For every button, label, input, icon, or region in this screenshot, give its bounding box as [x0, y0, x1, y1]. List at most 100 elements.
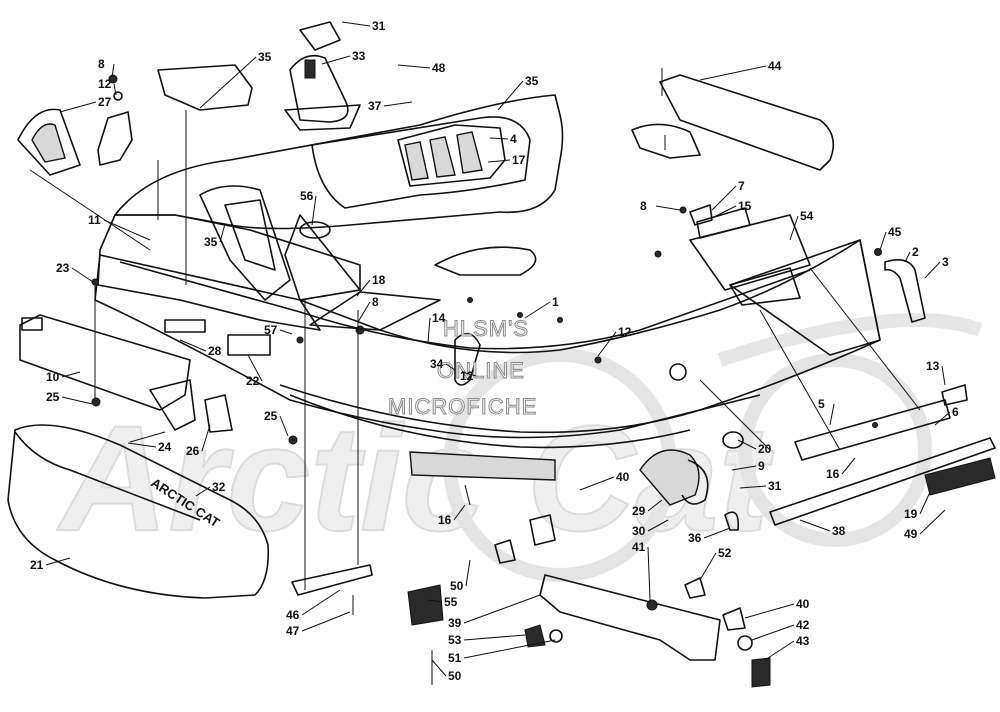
callout-number: 12 — [98, 77, 112, 91]
callout-number: 40 — [616, 470, 630, 484]
callout-56: 56 — [300, 189, 317, 226]
callout-leader-line — [195, 486, 211, 497]
callout-51: 51 — [448, 639, 556, 665]
callout-19: 19 — [904, 491, 931, 521]
callout-number: 9 — [758, 459, 765, 473]
callout-35: 35 — [497, 74, 539, 111]
callout-leader-line — [647, 499, 663, 512]
callout-number: 35 — [525, 74, 539, 88]
callout-leader-line — [737, 439, 757, 450]
callout-number: 7 — [738, 179, 745, 193]
callout-leader-line — [524, 301, 551, 319]
callout-44: 44 — [699, 59, 782, 81]
callout-leader-line — [934, 411, 951, 426]
callout-number: 20 — [758, 442, 772, 456]
callout-number: 51 — [448, 651, 462, 665]
callout-leader-line — [465, 559, 471, 587]
callout-number: 28 — [208, 344, 222, 358]
callout-52: 52 — [699, 546, 732, 581]
watermark-text: HLSM'S ONLINE MICROFICHE — [388, 316, 537, 420]
callout-leader-line — [61, 371, 81, 378]
callout-number: 19 — [904, 507, 918, 521]
callout-26: 26 — [186, 424, 211, 458]
callout-leader-line — [111, 63, 115, 78]
callout-leader-line — [179, 339, 207, 352]
callout-number: 11 — [88, 213, 101, 227]
callout-number: 8 — [640, 199, 647, 213]
callout-number: 34 — [430, 357, 444, 371]
callout-number: 41 — [632, 540, 646, 554]
callout-number: 5 — [818, 397, 825, 411]
callout-25: 25 — [46, 390, 93, 405]
callout-leader-line — [356, 279, 371, 297]
callout-leader-line — [311, 195, 317, 226]
callout-leader-line — [487, 159, 511, 163]
callout-leader-line — [461, 371, 477, 377]
callout-39: 39 — [448, 594, 541, 630]
callout-leader-line — [71, 267, 94, 283]
callout-40: 40 — [579, 470, 630, 491]
callout-number: 47 — [286, 624, 300, 638]
callout-number: 4 — [510, 132, 517, 146]
callout-number: 46 — [286, 608, 300, 622]
callout-6: 6 — [934, 405, 959, 426]
callout-leader-line — [941, 365, 946, 386]
callout-leader-line — [924, 261, 941, 279]
callout-leader-line — [247, 354, 263, 382]
callout-leader-line — [711, 185, 737, 211]
callout-number: 21 — [30, 558, 44, 572]
callout-leader-line — [841, 457, 856, 475]
callout-leader-line — [321, 55, 351, 65]
watermark-line1: HLSM'S — [443, 316, 529, 341]
callout-leader-line — [904, 251, 911, 263]
callout-40: 40 — [744, 597, 810, 619]
callout-5: 5 — [818, 397, 835, 426]
callout-number: 55 — [444, 595, 458, 609]
callout-number: 22 — [246, 374, 260, 388]
callout-leader-line — [497, 80, 524, 111]
callout-leader-line — [647, 546, 651, 601]
callout-42: 42 — [751, 618, 810, 641]
callout-leader-line — [301, 611, 351, 632]
callout-9: 9 — [731, 459, 765, 473]
callout-number: 18 — [372, 273, 386, 287]
callout-leader-line — [829, 403, 835, 426]
callout-16: 16 — [438, 504, 466, 527]
callout-number: 3 — [942, 255, 949, 269]
callout-number: 12 — [460, 369, 474, 383]
callout-50: 50 — [431, 659, 462, 683]
right-side-rails — [631, 68, 996, 526]
callout-leader-line — [703, 527, 731, 539]
callout-leader-line — [127, 442, 157, 448]
callout-3: 3 — [924, 255, 949, 279]
callout-53: 53 — [448, 633, 526, 647]
callout-number: 23 — [56, 261, 70, 275]
callout-leader-line — [59, 101, 97, 113]
callout-leader-line — [764, 640, 795, 661]
callout-number: 43 — [796, 634, 810, 648]
callout-number: 35 — [258, 50, 272, 64]
callout-number: 49 — [904, 527, 918, 541]
callout-43: 43 — [764, 634, 810, 661]
callout-number: 8 — [98, 57, 105, 71]
callout-1: 1 — [524, 295, 559, 319]
callout-number: 52 — [718, 546, 732, 560]
callout-leader-line — [427, 317, 431, 343]
callout-49: 49 — [904, 509, 946, 541]
callout-8: 8 — [98, 57, 115, 78]
callout-22: 22 — [246, 354, 263, 388]
callout-leader-line — [799, 519, 831, 532]
callout-leader-line — [463, 594, 541, 624]
callout-12: 12 — [597, 325, 632, 357]
callout-leader-line — [201, 424, 211, 452]
callout-number: 17 — [512, 153, 526, 167]
callout-number: 31 — [768, 479, 782, 493]
callout-number: 37 — [368, 99, 382, 113]
callout-number: 31 — [372, 19, 386, 33]
callout-11: 11 — [88, 213, 151, 241]
callout-number: 24 — [158, 440, 172, 454]
callout-number: 42 — [796, 618, 810, 632]
callout-35: 35 — [204, 223, 226, 249]
